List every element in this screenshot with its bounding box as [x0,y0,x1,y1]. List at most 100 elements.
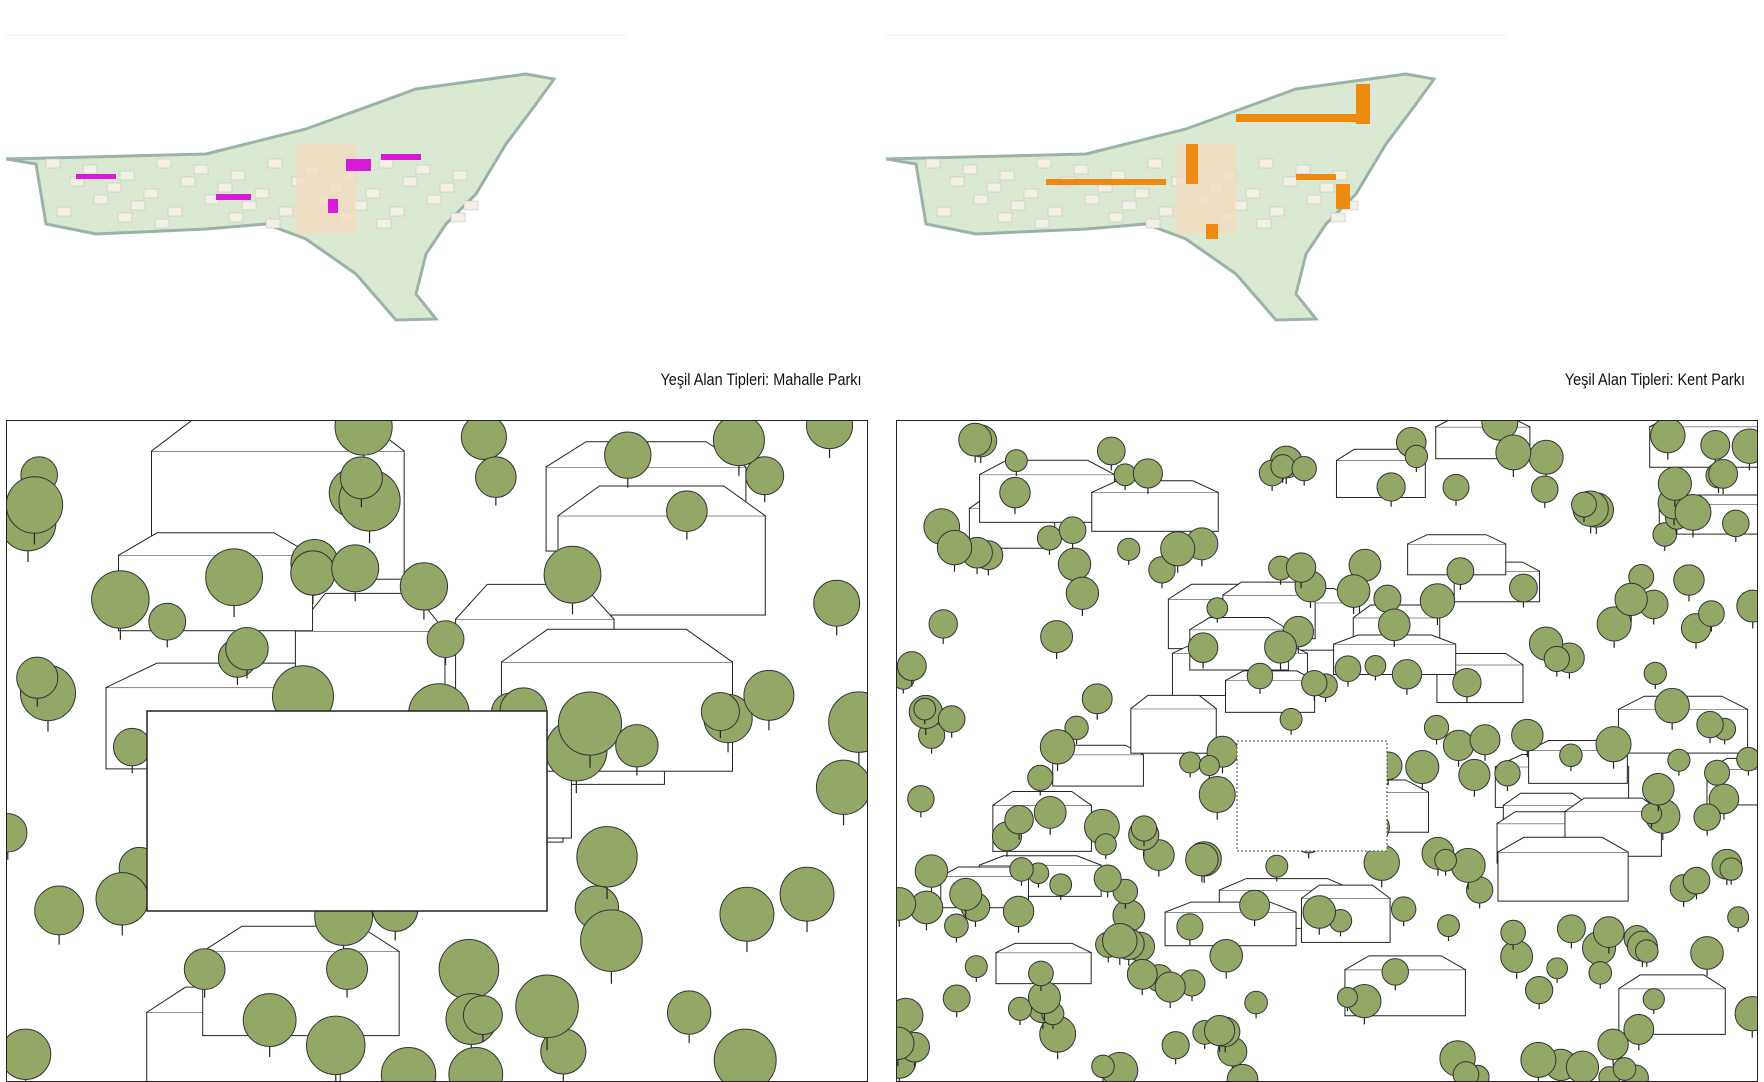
city-block [193,164,209,175]
tree [1064,715,1089,741]
city-block [119,170,135,181]
roof [1497,836,1629,853]
tree [1571,491,1597,518]
city-block [167,206,183,217]
tree [1559,743,1583,768]
tree [112,727,152,767]
tree [1246,662,1274,690]
tree [1419,583,1456,619]
tree [1065,576,1100,610]
highlighted-park [328,199,338,213]
tree [1698,600,1725,627]
tree [1654,687,1690,724]
tree [1731,428,1757,464]
roof [1503,792,1590,806]
tree [713,1028,777,1081]
tree [1285,552,1317,583]
tree [475,456,517,498]
sports-courts [1236,740,1388,852]
roof [979,855,1102,866]
tree [937,705,966,733]
tree [1531,475,1559,504]
city-block [1256,218,1272,229]
tree [1404,444,1429,469]
city-block [925,158,941,169]
city-block [1319,182,1335,193]
tree [1377,608,1411,642]
city-block [999,170,1015,181]
city-block [156,158,172,169]
city-block [1073,164,1089,175]
tree [1642,988,1665,1011]
tree [1736,589,1757,623]
tree [1597,1028,1629,1061]
tree [1036,525,1063,551]
tree [1390,896,1417,922]
tree [1049,873,1073,897]
tree [1495,434,1532,471]
tree [515,974,579,1039]
tree [1708,458,1739,489]
tree [907,785,935,813]
tree [1058,516,1087,545]
tree [1096,436,1126,466]
caption-kent-parki: Yeşil Alan Tipleri: Kent Parkı [1564,370,1745,389]
tree [666,490,708,532]
render-mahalle-parki [6,420,868,1082]
tree [1291,455,1317,482]
central-area [1176,144,1236,234]
tree [1094,833,1117,856]
tree [1674,493,1712,531]
tree [462,995,503,1036]
tree [1452,668,1482,698]
tree [1117,537,1141,561]
tree [1057,547,1092,581]
building [1225,679,1316,713]
tree [1458,758,1491,791]
tree [1179,751,1202,774]
tree [580,909,643,972]
tree [1154,971,1186,1003]
tree [743,669,795,721]
city-block [463,200,479,211]
tree [242,993,297,1047]
tree [1528,439,1564,475]
city-block [1047,206,1063,217]
city-block [1306,194,1322,205]
tree [700,692,740,732]
tree [1588,961,1613,985]
tree [913,697,937,721]
tree [205,548,263,607]
tree [604,431,652,479]
city-block [267,158,283,169]
roof [1130,694,1217,710]
tree [1650,421,1686,454]
tree [91,570,150,629]
tree [339,456,383,500]
tree [1270,454,1295,479]
tree [225,626,269,671]
city-block [230,170,246,181]
city-block [389,206,405,217]
site-plan-mahalle-parki [6,34,626,364]
tree [1004,804,1034,835]
highlighted-park [76,174,116,179]
tree [1126,958,1158,990]
highlighted-park [1336,184,1350,209]
tree [331,544,380,593]
tree [1081,683,1113,715]
tree [1002,895,1035,928]
tree [1264,630,1298,664]
tree [1643,661,1667,686]
city-block [143,188,159,199]
tree [1614,582,1648,617]
tree [1373,584,1402,613]
tree [958,422,993,457]
city-block [130,200,146,211]
tree [1027,981,1061,1015]
tree [1040,620,1074,654]
city-block [82,164,98,175]
tree [1450,847,1486,883]
roof [1407,534,1506,545]
tree [1722,509,1750,538]
